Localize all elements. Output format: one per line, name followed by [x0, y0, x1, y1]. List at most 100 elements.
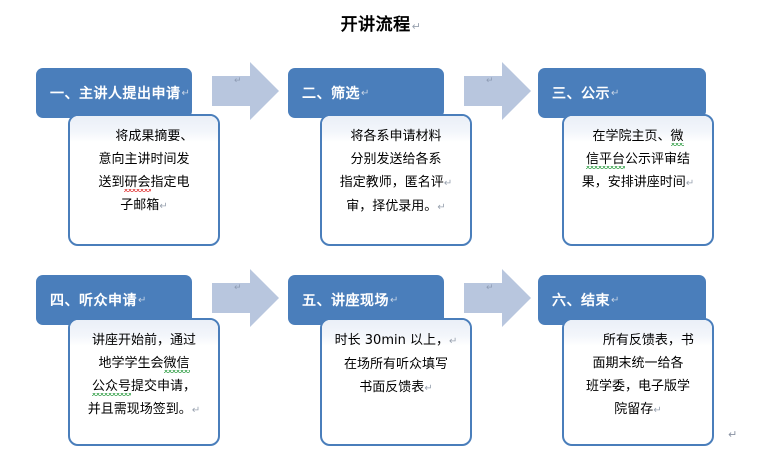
pilcrow-icon: ↵ [653, 405, 662, 416]
step-body-line: 并且需现场签到。↵ [78, 398, 210, 422]
pilcrow-icon: ↵ [437, 202, 446, 213]
step-body-1[interactable]: 将成果摘要、意向主讲时间发送到研会指定电子邮箱↵ [68, 114, 220, 246]
step-header-2[interactable]: 二、筛选↵ [288, 68, 444, 118]
step-body-line: 公众号提交申请， [78, 375, 210, 398]
line-text: 班学委，电子版学 [585, 379, 690, 394]
spellcheck-underline-text: 研会 [124, 175, 151, 190]
page-title: 开讲流程↵ [0, 10, 762, 35]
line-text: 时长 30min 以上， [334, 333, 449, 348]
step-header-4[interactable]: 四、听众申请↵ [36, 275, 192, 325]
step-header-3[interactable]: 三、公示↵ [538, 68, 706, 118]
arrow-pilcrow-icon: ↵ [234, 283, 242, 293]
line-text: 在学院主页、 [592, 129, 671, 144]
step-header-label: 二、筛选 [302, 86, 360, 102]
line-text: 子邮箱 [120, 198, 160, 213]
step-body-3[interactable]: 在学院主页、微信平台公示评审结果，安排讲座时间↵ [562, 114, 714, 246]
flow-arrow-step-4: ↵ [212, 267, 280, 329]
step-body-line: 班学委，电子版学 [572, 375, 704, 398]
step-body-text: 将各系申请材料分别发送给各系指定教师，匿名评↵审，择优录用。↵ [322, 116, 470, 223]
arrow-right-icon [212, 62, 279, 120]
step-body-line: 所有反馈表，书 [572, 329, 704, 352]
step-body-line: 送到研会指定电 [78, 171, 210, 194]
line-text: 书面反馈表 [359, 380, 425, 395]
step-body-text: 所有反馈表，书面期末统一给各班学委，电子版学院留存↵ [564, 320, 712, 426]
pilcrow-icon: ↵ [361, 87, 370, 99]
step-body-6[interactable]: 所有反馈表，书面期末统一给各班学委，电子版学院留存↵ [562, 318, 714, 446]
arrow-right-icon [212, 269, 279, 327]
step-body-line: 在场所有听众填写 [330, 353, 462, 376]
step-header-6[interactable]: 六、结束↵ [538, 275, 706, 325]
step-body-line: 将成果摘要、 [78, 125, 210, 148]
line-text: 在场所有听众填写 [343, 357, 448, 372]
step-body-text: 时长 30min 以上，↵在场所有听众填写书面反馈表↵ [322, 320, 470, 404]
pilcrow-icon: ↵ [443, 178, 453, 189]
pilcrow-icon: ↵ [448, 336, 458, 347]
step-body-line: 时长 30min 以上，↵ [330, 329, 462, 353]
step-body-text: 将成果摘要、意向主讲时间发送到研会指定电子邮箱↵ [70, 116, 218, 222]
step-header-label: 三、公示 [552, 86, 610, 102]
step-header-label: 四、听众申请 [50, 293, 137, 309]
line-text: 指定教师，匿名评 [339, 175, 444, 190]
step-header-1[interactable]: 一、主讲人提出申请↵ [36, 68, 192, 118]
line-text: 将各系申请材料 [350, 129, 442, 144]
step-header-label: 五、讲座现场 [302, 293, 389, 309]
flow-arrow-step-2: ↵ [464, 60, 532, 122]
step-body-5[interactable]: 时长 30min 以上，↵在场所有听众填写书面反馈表↵ [320, 318, 472, 446]
line-text: 送到 [98, 175, 125, 190]
pilcrow-icon: ↵ [390, 294, 399, 306]
line-text: 分别发送给各系 [350, 152, 442, 167]
arrow-right-icon [464, 62, 531, 120]
line-text: 指定电 [150, 175, 190, 190]
step-body-line: 信平台公示评审结 [572, 148, 704, 171]
step-body-line: 书面反馈表↵ [330, 376, 462, 400]
end-of-document-pilcrow-icon: ↵ [728, 428, 738, 441]
pilcrow-icon: ↵ [685, 178, 695, 189]
step-body-line: 分别发送给各系 [330, 148, 462, 171]
step-body-line: 果，安排讲座时间↵ [572, 171, 704, 195]
arrow-pilcrow-icon: ↵ [486, 76, 494, 86]
step-body-4[interactable]: 讲座开始前，通过地学学生会微信公众号提交申请，并且需现场签到。↵ [68, 318, 220, 446]
pilcrow-icon: ↵ [424, 383, 433, 394]
step-header-label: 六、结束 [552, 293, 610, 309]
line-text: 公示评审结 [625, 152, 691, 167]
step-body-line: 讲座开始前，通过 [78, 329, 210, 352]
step-body-line: 指定教师，匿名评↵ [330, 171, 462, 195]
flow-arrow-step-1: ↵ [212, 60, 280, 122]
line-text: 地学学生会 [98, 356, 164, 371]
line-text: 审，择优录用。 [346, 199, 438, 214]
pilcrow-icon: ↵ [611, 294, 620, 306]
step-body-line: 在学院主页、微 [572, 125, 704, 148]
grammarcheck-underline-text: 信平台 [585, 152, 625, 167]
arrow-pilcrow-icon: ↵ [486, 283, 494, 293]
step-body-text: 讲座开始前，通过地学学生会微信公众号提交申请，并且需现场签到。↵ [70, 320, 218, 426]
grammarcheck-underline-text: 微 [670, 129, 684, 144]
line-text: 面期末统一给各 [592, 356, 684, 371]
step-body-line: 子邮箱↵ [78, 194, 210, 218]
grammarcheck-underline-text: 微信 [163, 356, 190, 371]
step-header-5[interactable]: 五、讲座现场↵ [288, 275, 444, 325]
line-text: 意向主讲时间发 [98, 152, 190, 167]
arrow-right-icon [464, 269, 531, 327]
line-text: 所有反馈表，书 [602, 333, 694, 348]
step-body-line: 将各系申请材料 [330, 125, 462, 148]
step-body-line: 地学学生会微信 [78, 352, 210, 375]
step-body-line: 面期末统一给各 [572, 352, 704, 375]
step-body-line: 意向主讲时间发 [78, 148, 210, 171]
pilcrow-icon: ↵ [159, 201, 168, 212]
step-body-line: 院留存↵ [572, 398, 704, 422]
step-header-label: 一、主讲人提出申请 [50, 86, 181, 102]
pilcrow-icon: ↵ [611, 87, 620, 99]
step-body-line: 审，择优录用。↵ [330, 195, 462, 219]
pilcrow-icon: ↵ [191, 405, 201, 416]
line-text: 果，安排讲座时间 [581, 175, 686, 190]
flow-arrow-step-5: ↵ [464, 267, 532, 329]
line-text: 提交申请， [131, 379, 197, 394]
line-text: 并且需现场签到。 [87, 402, 192, 417]
page-title-text: 开讲流程 [340, 15, 411, 35]
pilcrow-icon: ↵ [411, 20, 422, 33]
step-body-2[interactable]: 将各系申请材料分别发送给各系指定教师，匿名评↵审，择优录用。↵ [320, 114, 472, 246]
line-text: 讲座开始前，通过 [91, 333, 196, 348]
line-text: 将成果摘要、 [115, 129, 194, 144]
step-body-text: 在学院主页、微信平台公示评审结果，安排讲座时间↵ [564, 116, 712, 199]
